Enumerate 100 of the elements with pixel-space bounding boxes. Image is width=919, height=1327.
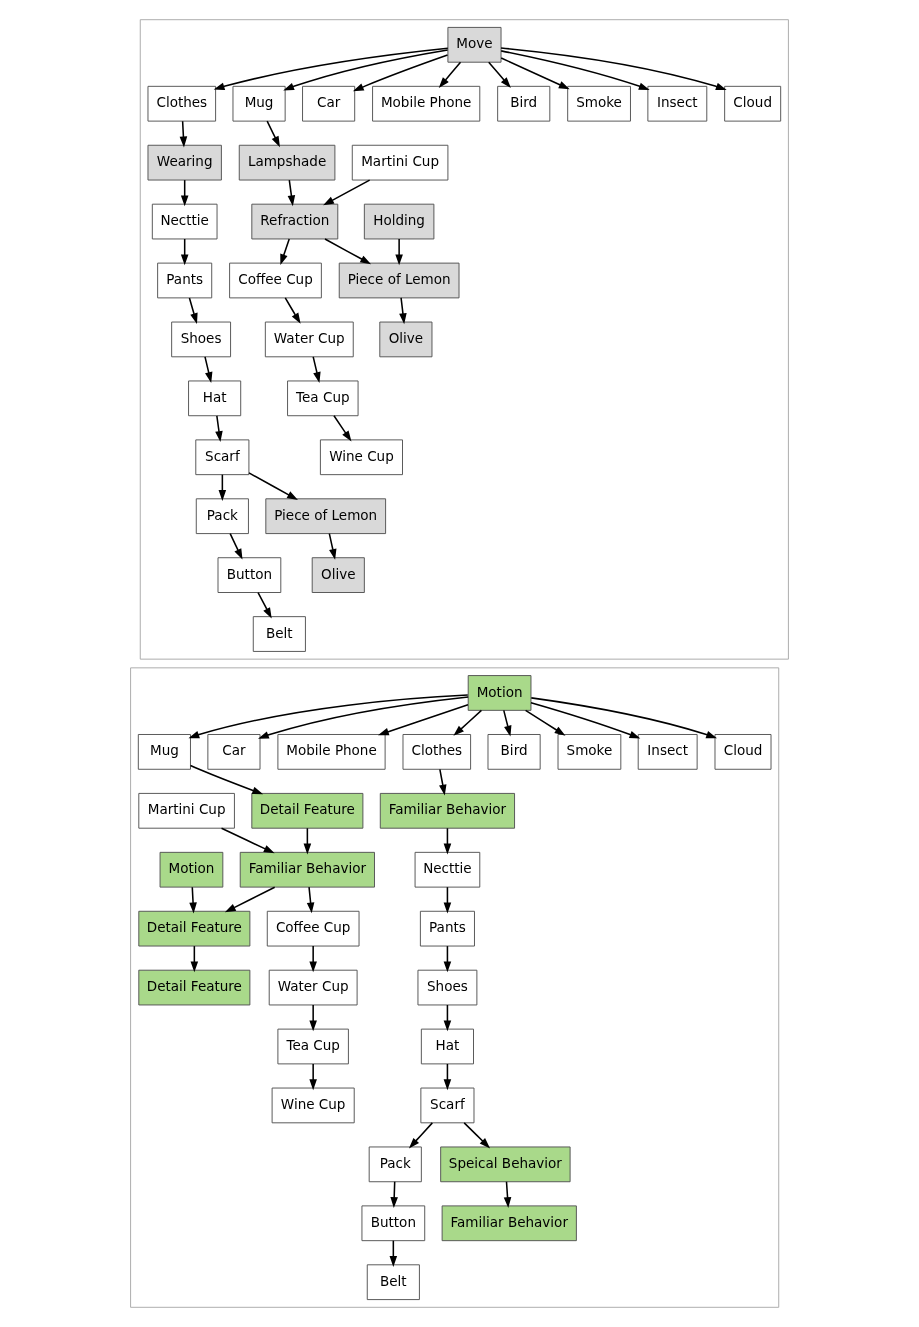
arrow (306, 886, 315, 914)
arrow (503, 1181, 512, 1208)
arrow (333, 415, 352, 442)
node-box: Move (447, 26, 502, 63)
node-box: Motion (467, 675, 532, 711)
node-box: Piece of Lemon (338, 262, 460, 299)
node-box: Familiar Behavior (441, 1205, 577, 1242)
arrow (530, 697, 717, 739)
node-box: Water Cup (264, 321, 354, 358)
node-box: Coffee Cup (266, 910, 360, 947)
node-box: Wearing (147, 144, 222, 181)
node-box: Detail Feature (138, 910, 251, 947)
node-box: Smoke (567, 85, 631, 122)
cluster (130, 667, 780, 1308)
arrow (438, 61, 462, 88)
node-box: Car (302, 85, 356, 122)
arrow (500, 50, 650, 91)
node-box: Belt (366, 1264, 420, 1301)
node-box: Tea Cup (287, 380, 359, 417)
arrow (453, 709, 483, 736)
arrow (328, 532, 337, 560)
node-box: Insect (637, 734, 698, 770)
arrow (179, 120, 188, 148)
arrow (266, 120, 280, 148)
arrow (439, 768, 447, 796)
arrow (487, 61, 511, 88)
node-box: Olive (379, 321, 433, 358)
arrow (524, 709, 566, 736)
node-box: Car (207, 734, 261, 770)
node-box: Martini Cup (138, 792, 235, 829)
node-box: Lampshade (238, 144, 336, 181)
arrow (189, 764, 264, 795)
node-box: Necttie (151, 203, 218, 240)
arrow (257, 591, 272, 619)
arrow (258, 696, 469, 739)
arrow (188, 694, 469, 739)
node-box: Holding (363, 203, 435, 240)
arrow (224, 886, 276, 913)
node-box: Shoes (417, 969, 478, 1006)
arrow (323, 179, 371, 206)
node-box: Motion (159, 851, 224, 888)
node-box: Tea Cup (277, 1028, 349, 1065)
node-box: Shoes (171, 321, 232, 358)
arrow (284, 297, 301, 324)
arrow (204, 356, 213, 384)
node-box: Coffee Cup (229, 262, 322, 299)
node-box: Scarf (420, 1087, 475, 1124)
cluster (139, 19, 789, 660)
arrow (503, 709, 512, 737)
node-box: Wine Cup (271, 1087, 355, 1124)
node-box: Olive (311, 557, 365, 593)
node-box: Wine Cup (319, 439, 403, 476)
node-box: Pants (419, 910, 475, 947)
arrow (395, 238, 403, 266)
node-box: Martini Cup (351, 144, 449, 181)
node-box: Necttie (414, 851, 481, 888)
node-box: Pants (157, 262, 213, 299)
node-box: Mobile Phone (372, 85, 481, 122)
arrow (399, 297, 407, 325)
arrow (408, 1122, 434, 1149)
node-box: Mug (232, 85, 286, 122)
node-box: Clothes (402, 734, 472, 770)
arrow (213, 47, 449, 90)
node-box: Bird (487, 734, 541, 770)
arrow (377, 703, 469, 736)
node-box: Button (217, 557, 282, 593)
node-box: Pack (368, 1146, 422, 1183)
node-box: Hat (420, 1028, 474, 1065)
node-box: Clothes (147, 85, 217, 122)
arrow (229, 532, 243, 560)
arrow (352, 54, 449, 92)
arrow (215, 415, 223, 442)
arrow (188, 297, 198, 325)
arrow (312, 356, 321, 384)
node-box: Refraction (251, 203, 339, 240)
node-box: Belt (252, 616, 306, 652)
node-box: Detail Feature (138, 969, 251, 1006)
node-box: Hat (188, 380, 242, 417)
node-box: Cloud (724, 85, 782, 122)
node-box: Piece of Lemon (265, 498, 387, 535)
node-box: Insect (647, 85, 708, 122)
node-box: Speical Behavior (440, 1146, 571, 1183)
arrow (309, 1004, 317, 1032)
node-box: Button (361, 1205, 426, 1242)
node-box: Bird (497, 85, 551, 122)
arrow (500, 47, 727, 91)
node-box: Familiar Behavior (239, 851, 375, 888)
node-box: Smoke (557, 734, 622, 770)
arrow (309, 945, 317, 973)
arrow (189, 886, 197, 914)
node-box: Scarf (195, 439, 250, 476)
arrow (283, 49, 449, 91)
node-box: Water Cup (268, 969, 358, 1006)
node-box: Pack (195, 498, 249, 535)
arrow (324, 238, 372, 265)
node-box: Detail Feature (251, 792, 364, 829)
arrow (500, 57, 570, 90)
node-box: Mug (137, 734, 191, 770)
arrow (309, 1063, 317, 1091)
arrow (220, 827, 275, 854)
